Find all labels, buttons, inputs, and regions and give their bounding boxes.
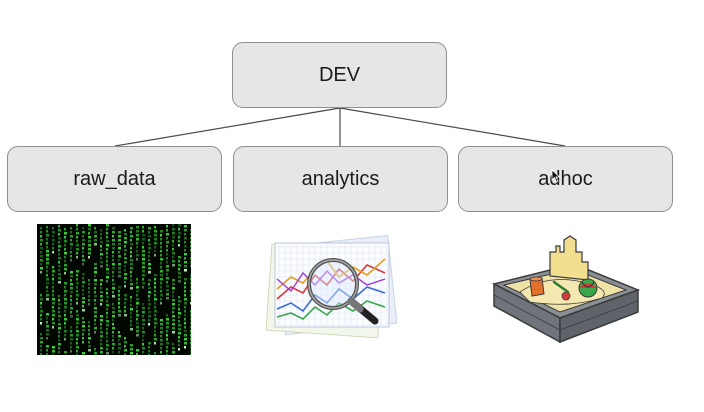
mouse-cursor-icon <box>551 169 561 183</box>
matrix-code-illustration <box>37 224 191 355</box>
node-analytics-label: analytics <box>301 167 380 190</box>
node-dev-label: DEV <box>318 63 361 86</box>
connector-root-adhoc <box>339 107 566 147</box>
node-adhoc: adhoc <box>458 146 673 212</box>
magnifier-chart-illustration <box>265 234 398 339</box>
node-raw-data: raw_data <box>7 146 222 212</box>
node-raw-data-label: raw_data <box>73 167 156 190</box>
connector-root-raw <box>114 107 341 147</box>
sandbox-illustration <box>491 235 641 344</box>
node-dev: DEV <box>232 42 447 108</box>
node-analytics: analytics <box>233 146 448 212</box>
node-adhoc-label: adhoc <box>538 167 593 190</box>
